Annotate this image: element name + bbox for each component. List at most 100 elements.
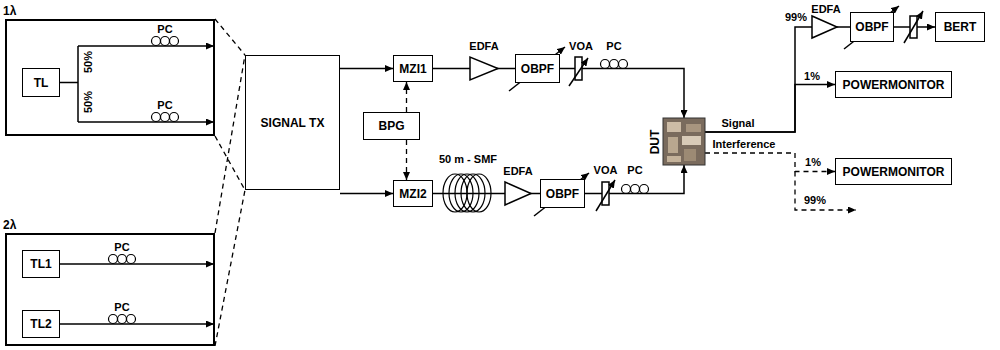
component-label: PC: [157, 23, 172, 35]
equipment-box: TL2: [22, 310, 60, 338]
fiber-connector: [705, 153, 835, 172]
chip-picture: [663, 118, 705, 165]
edfa-symbol: [470, 57, 498, 80]
fiber-connector: [340, 68, 393, 70]
pc-loop: [170, 113, 179, 122]
component-label: EDFA: [503, 165, 532, 177]
wavelength-panel: 2λTL1TL2: [5, 233, 215, 346]
fiber-line: [60, 323, 214, 325]
edfa-symbol: [505, 182, 531, 205]
chip-picture: [686, 124, 701, 132]
edge-label: Interference: [712, 138, 777, 150]
pc-loop: [152, 113, 161, 122]
tunable-arrow: [534, 173, 589, 216]
component-label: PC: [114, 301, 129, 313]
pc-loop: [161, 37, 170, 46]
component-label: PC: [114, 241, 129, 253]
box-label: TL1: [30, 257, 51, 271]
box-label: TL: [34, 76, 49, 90]
box-label: MZI2: [399, 187, 426, 201]
tunable-arrow: [844, 6, 899, 49]
pc-loop: [161, 113, 170, 122]
chip-picture: [684, 149, 696, 161]
equipment-box: TL: [22, 68, 60, 97]
pc-loop: [170, 37, 179, 46]
box-label: OBPF: [546, 187, 579, 201]
chip-picture: [668, 137, 678, 153]
tunable-arrow: [596, 180, 615, 211]
equipment-box: POWERMONITOR: [835, 158, 952, 185]
equipment-box: OBPF: [515, 54, 560, 83]
fiber-line: [60, 263, 214, 265]
fiber-line: [78, 121, 214, 123]
equipment-box: MZI2: [393, 180, 433, 207]
component-label: 99%: [804, 194, 826, 206]
device-under-test: DUT: [663, 118, 705, 165]
fiber-spool: [461, 174, 485, 212]
pc-loop: [622, 185, 631, 194]
fiber-connector: [585, 165, 684, 194]
fiber-connector: [340, 193, 393, 195]
pc-loop: [601, 60, 610, 69]
component-label: 99%: [785, 11, 807, 23]
chip-picture: [667, 122, 681, 132]
box-label: POWERMONITOR: [843, 165, 945, 179]
fiber-connector: [705, 27, 850, 132]
tunable-arrow: [509, 47, 565, 91]
equipment-box: OBPF: [850, 12, 894, 42]
component-label: 50%: [82, 91, 94, 113]
box-label: MZI1: [399, 62, 426, 76]
box-label: TL2: [30, 317, 51, 331]
equipment-box: SIGNAL TX: [245, 55, 340, 190]
box-label: OBPF: [855, 20, 888, 34]
wavelength-panel: 1λTL: [5, 19, 215, 136]
equipment-box: BPG: [363, 112, 420, 140]
pc-loop: [631, 185, 640, 194]
fiber-connector: [406, 140, 407, 180]
pc-loop: [118, 255, 127, 264]
tunable-arrow: [904, 11, 923, 43]
tunable-arrow: [569, 58, 588, 86]
component-label: EDFA: [811, 3, 840, 15]
pc-loop: [109, 255, 118, 264]
chip-picture: [682, 136, 701, 145]
component-label: 1%: [804, 70, 820, 82]
edfa-symbol: [812, 16, 837, 38]
equipment-box: BERT: [935, 12, 985, 42]
box-label: OBPF: [521, 62, 554, 76]
pc-loop: [610, 60, 619, 69]
equipment-box: TL1: [22, 250, 60, 278]
connector-layer: [215, 19, 935, 346]
component-label: VOA: [569, 40, 593, 52]
box-label: POWERMONITOR: [843, 78, 945, 92]
fiber-line: [78, 45, 214, 47]
box-label: BERT: [944, 20, 977, 34]
box-label: 1λ: [3, 4, 16, 18]
pc-loop: [109, 315, 118, 324]
voa-symbol: [602, 182, 609, 205]
equipment-box: OBPF: [540, 179, 585, 208]
fiber-connector: [215, 190, 245, 346]
box-label: DUT: [648, 129, 662, 154]
fiber-connector: [705, 85, 835, 133]
component-label: VOA: [594, 164, 618, 176]
pc-loop: [152, 37, 161, 46]
pc-loop: [619, 60, 628, 69]
equipment-box: POWERMONITOR: [835, 71, 952, 98]
component-label: 1%: [805, 156, 821, 168]
box-label: SIGNAL TX: [261, 116, 325, 130]
fiber-line: [60, 46, 78, 122]
chip-picture: [667, 156, 681, 162]
edge-label: Signal: [720, 117, 755, 129]
fiber-spool: [467, 174, 491, 212]
fiber-connector: [406, 82, 407, 112]
pc-loop: [640, 185, 649, 194]
component-label: PC: [627, 164, 642, 176]
component-label: PC: [157, 99, 172, 111]
component-label: EDFA: [469, 40, 498, 52]
component-label: PC: [606, 40, 621, 52]
box-label: 2λ: [3, 218, 16, 232]
component-label: 50%: [82, 51, 94, 73]
